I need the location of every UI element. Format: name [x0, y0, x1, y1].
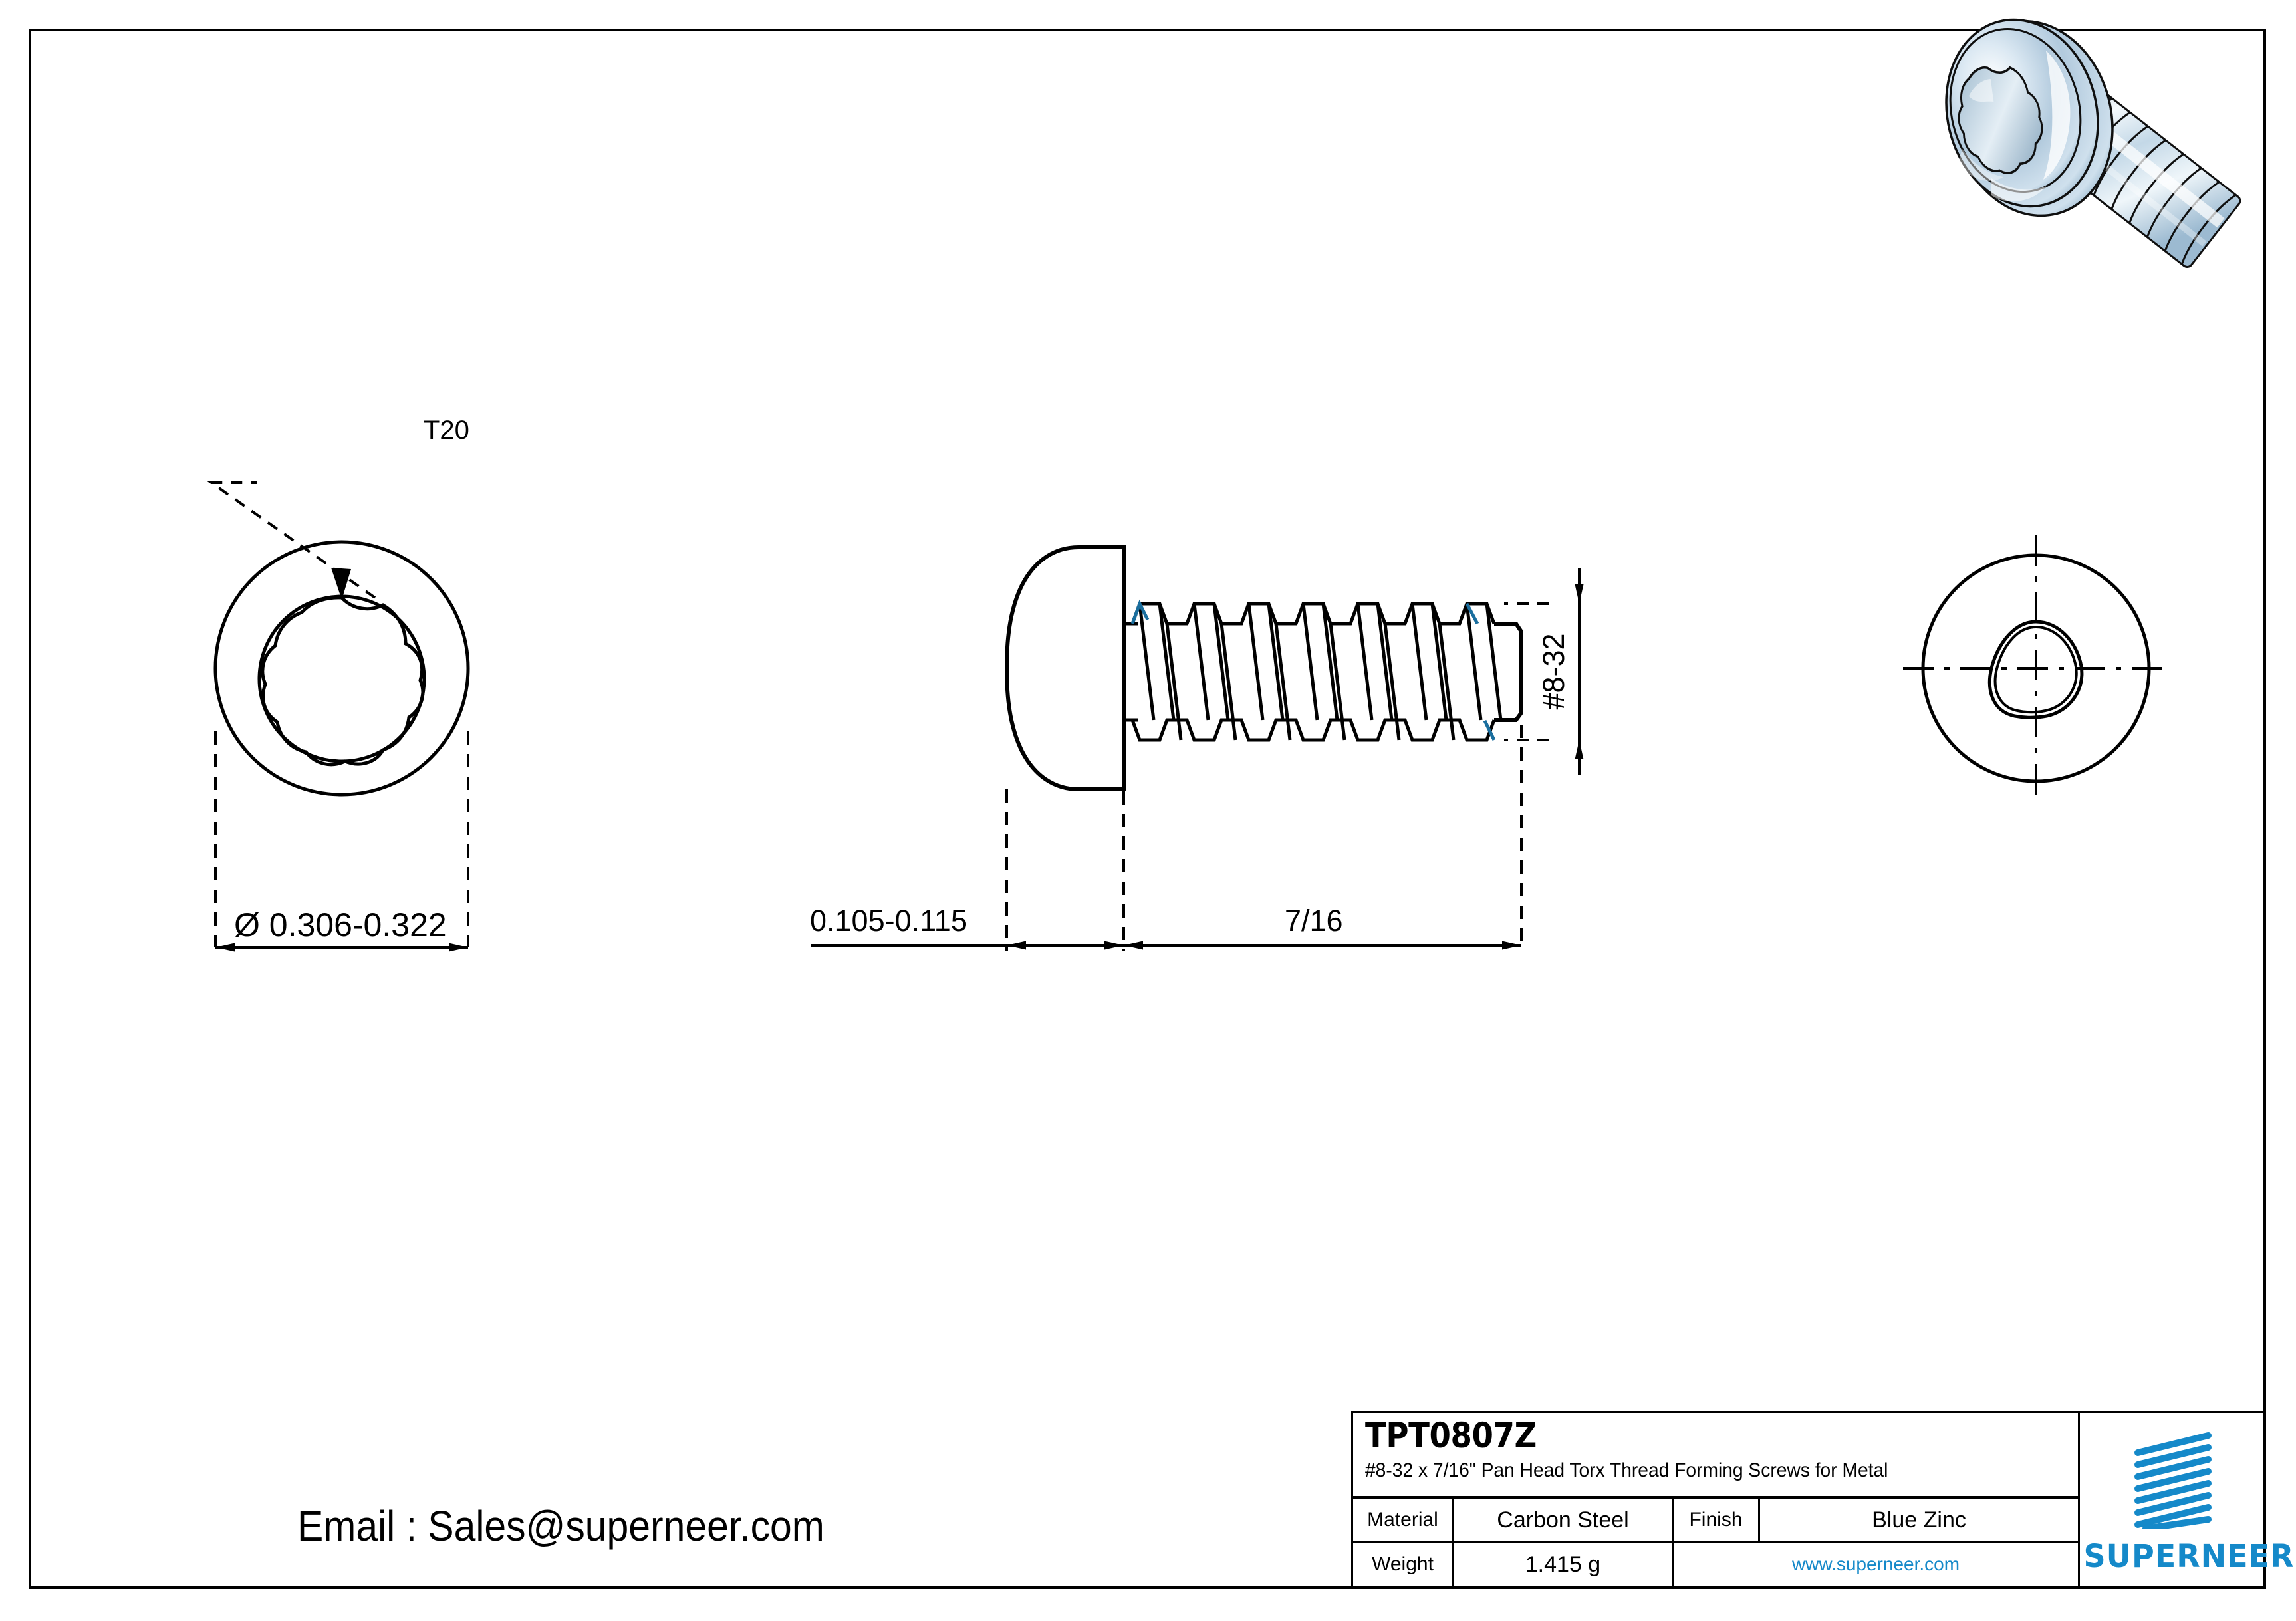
head-outer-circle: [213, 540, 470, 797]
brand-wordmark: SUPERNEER: [2083, 1538, 2295, 1575]
render-highlight-2: [1991, 178, 2046, 201]
t20-callout-text: T20: [424, 416, 469, 445]
head-height-dim-text: 0.105-0.115: [810, 904, 967, 937]
thread-profile: [1130, 602, 1503, 742]
part-description: #8-32 x 7/16" Pan Head Torx Thread Formi…: [1365, 1459, 1888, 1481]
title-block: TPT0807Z #8-32 x 7/16" Pan Head Torx Thr…: [1351, 1411, 2295, 1588]
thread-mid-accent: [1465, 602, 1479, 625]
weight-row: Weight 1.415 g www.superneer.com: [1353, 1543, 2078, 1586]
length-dim-text: 7/16: [1285, 904, 1343, 937]
t20-leader-arrow: [331, 568, 351, 600]
website-link[interactable]: www.superneer.com: [1791, 1554, 1960, 1574]
trilobe-outer: [1987, 620, 2084, 719]
title-block-main: TPT0807Z #8-32 x 7/16" Pan Head Torx Thr…: [1351, 1411, 2080, 1588]
thread-dim-text: #8-32: [1537, 633, 1571, 709]
finish-value: Blue Zinc: [1872, 1507, 1966, 1533]
shaft-end: [1494, 622, 1523, 722]
screw-3d-render: [1945, 18, 2241, 268]
torx-head-top-view: [207, 481, 470, 952]
material-row: Material Carbon Steel Finish Blue Zinc: [1353, 1499, 2078, 1543]
sheet-border: [29, 29, 2266, 1589]
material-value: Carbon Steel: [1454, 1499, 1674, 1541]
screw-side-view: [811, 545, 1584, 951]
torx-recess-circle: [257, 594, 426, 763]
t20-leader-line: [207, 481, 376, 599]
pan-head-profile: [1004, 545, 1126, 791]
weight-label: Weight: [1353, 1543, 1454, 1586]
thread-start-accent: [1130, 599, 1150, 624]
email-text: Email : Sales@superneer.com: [297, 1502, 825, 1550]
trilobe-point-view: [1903, 535, 2169, 801]
part-number: TPT0807Z: [1365, 1416, 1537, 1456]
superneer-logo-icon: [2134, 1432, 2212, 1529]
trilobe-inner: [1993, 625, 2078, 714]
thread-end-accent: [1483, 719, 1496, 741]
render-highlight-1: [2043, 51, 2071, 180]
material-label: Material: [1353, 1499, 1454, 1541]
title-area: TPT0807Z #8-32 x 7/16" Pan Head Torx Thr…: [1353, 1413, 2078, 1499]
render-torx-recess: [1958, 66, 2043, 174]
brand-cell: SUPERNEER: [2080, 1411, 2295, 1588]
weight-value: 1.415 g: [1454, 1543, 1674, 1586]
finish-label: Finish: [1674, 1499, 1760, 1541]
render-highlight-3: [1958, 149, 2003, 181]
diameter-dim-text: Ø 0.306-0.322: [234, 906, 447, 943]
